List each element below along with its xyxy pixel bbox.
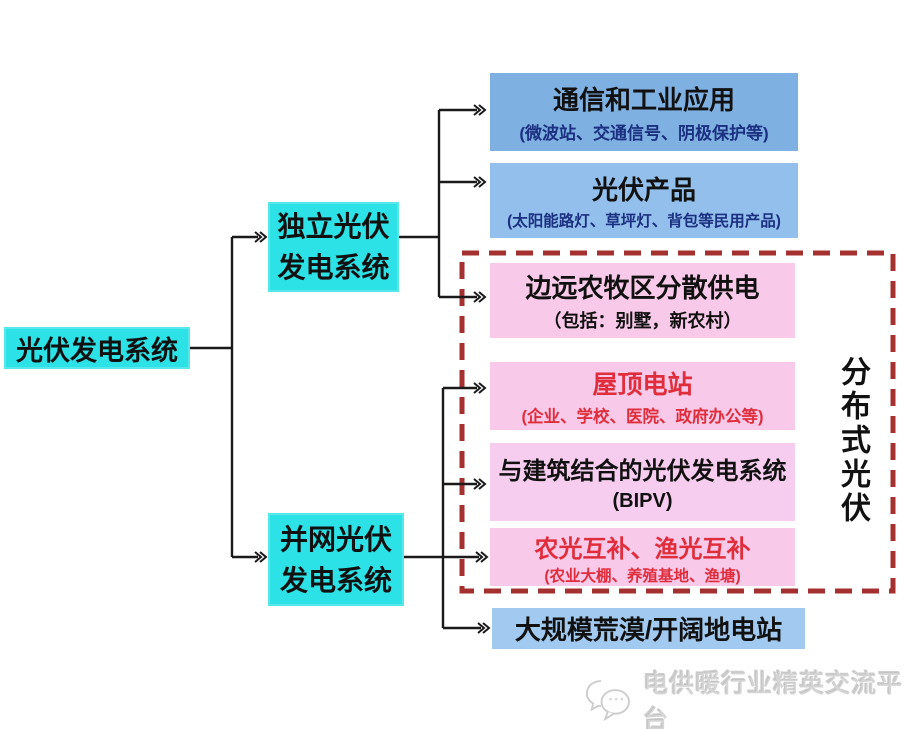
leaf-remote-rural-power: 边远农牧区分散供电 （包括：别墅，新农村）	[490, 263, 795, 338]
watermark: 电供暖行业精英交流平台	[584, 664, 914, 729]
node-label-line2: 发电系统	[277, 252, 390, 283]
leaf-agri-fishery-complementary: 农光互补、渔光互补 (农业大棚、养殖基地、渔塘)	[490, 528, 795, 586]
leaf-title: 农光互补、渔光互补	[534, 535, 751, 563]
leaf-title: 光伏产品	[591, 175, 696, 205]
node-label-line2: 发电系统	[279, 564, 392, 596]
node-pv-power-system: 光伏发电系统	[4, 327, 190, 369]
leaf-subtitle: (太阳能路灯、草坪灯、背包等民用产品)	[507, 213, 781, 230]
leaf-title: 大规模荒漠/开阔地电站	[514, 615, 783, 645]
leaf-subtitle: (企业、学校、医院、政府办公等)	[521, 408, 764, 426]
watermark-text: 电供暖行业精英交流平台	[643, 670, 904, 729]
leaf-subtitle: (BIPV)	[612, 490, 673, 512]
leaf-title: 屋顶电站	[592, 371, 693, 399]
distributed-pv-group-label: 分布式光伏	[836, 356, 869, 526]
node-label: 光伏发电系统	[16, 335, 178, 366]
leaf-title: 与建筑结合的光伏发电系统	[498, 458, 787, 485]
leaf-subtitle: （包括：别墅，新农村）	[543, 311, 742, 331]
leaf-large-scale-desert-station: 大规模荒漠/开阔地电站	[492, 608, 805, 649]
leaf-title: 通信和工业应用	[552, 85, 735, 115]
leaf-communication-industrial: 通信和工业应用 (微波站、交通信号、阴极保护等)	[490, 73, 798, 151]
node-label-line1: 独立光伏	[277, 211, 390, 242]
node-label-line1: 并网光伏	[279, 523, 392, 555]
node-standalone-pv-system: 独立光伏 发电系统	[268, 202, 399, 292]
leaf-subtitle: (微波站、交通信号、阴极保护等)	[519, 124, 769, 143]
leaf-title: 边远农牧区分散供电	[525, 273, 760, 303]
leaf-rooftop-station: 屋顶电站 (企业、学校、医院、政府办公等)	[490, 362, 795, 430]
leaf-bipv: 与建筑结合的光伏发电系统 (BIPV)	[490, 443, 795, 521]
leaf-subtitle: (农业大棚、养殖基地、渔塘)	[544, 567, 741, 585]
chat-bubbles-icon	[585, 680, 630, 722]
distributed-group-border	[459, 250, 896, 594]
node-grid-connected-pv-system: 并网光伏 发电系统	[268, 513, 404, 606]
leaf-pv-products: 光伏产品 (太阳能路灯、草坪灯、背包等民用产品)	[490, 163, 798, 238]
